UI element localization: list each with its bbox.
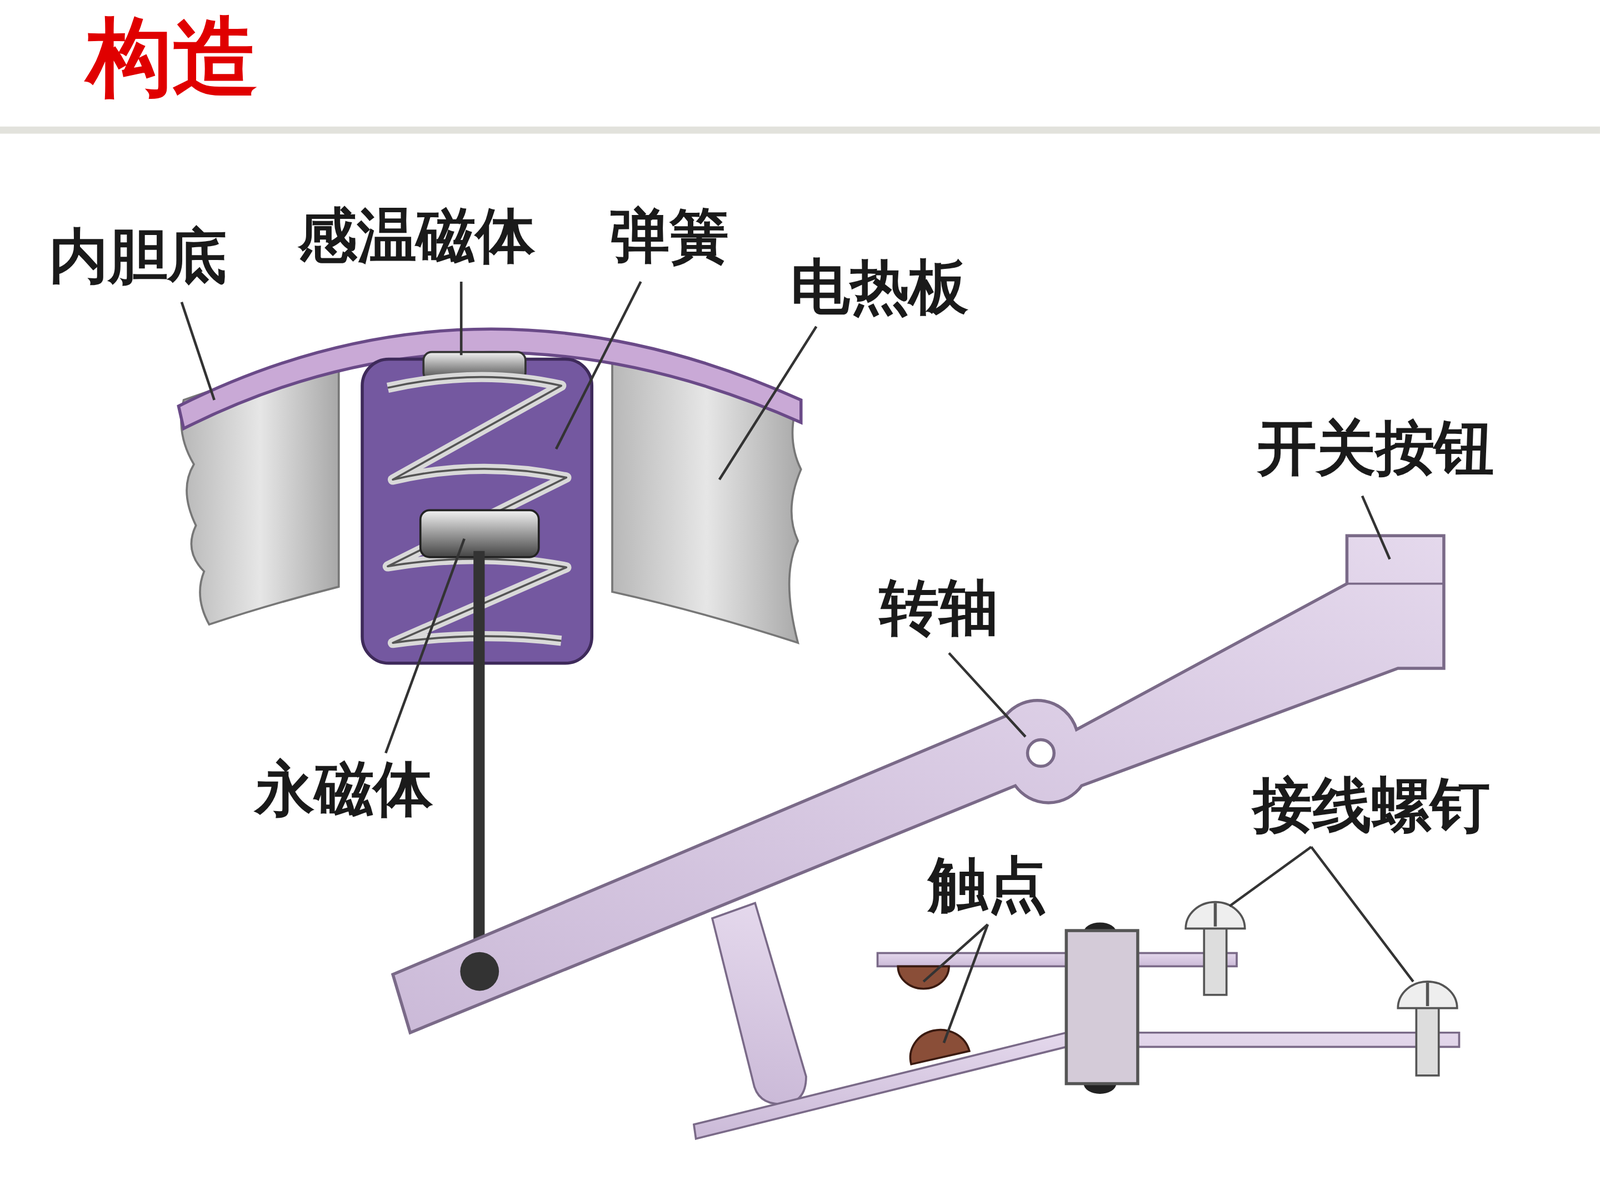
part-label: 电热板 <box>790 255 969 320</box>
button-edge <box>1346 582 1444 585</box>
rod-ball <box>460 952 499 992</box>
part-label: 永磁体 <box>255 757 433 823</box>
upper-contact <box>897 966 949 989</box>
pivot <box>1027 740 1055 767</box>
terminal-screw <box>1185 902 1245 995</box>
lever-arm <box>712 902 807 1104</box>
title-rule <box>0 126 1600 134</box>
insulator-block <box>1066 930 1138 1084</box>
leader-lines <box>181 281 1414 1043</box>
part-label: 开关按钮 <box>1257 416 1494 482</box>
upper-contact-plate <box>877 952 1238 967</box>
permanent-magnet <box>420 510 539 557</box>
push-rod <box>473 551 485 970</box>
part-label: 内胆底 <box>48 224 227 290</box>
part-label: 弹簧 <box>610 203 729 269</box>
part-label: 感温磁体 <box>297 203 535 269</box>
page-title: 构造 <box>86 10 259 105</box>
part-label: 触点 <box>928 852 1047 918</box>
terminal-screw <box>1397 981 1458 1076</box>
lower-contact <box>910 1030 970 1065</box>
part-label: 接线螺钉 <box>1252 773 1490 839</box>
part-label: 转轴 <box>879 576 998 642</box>
